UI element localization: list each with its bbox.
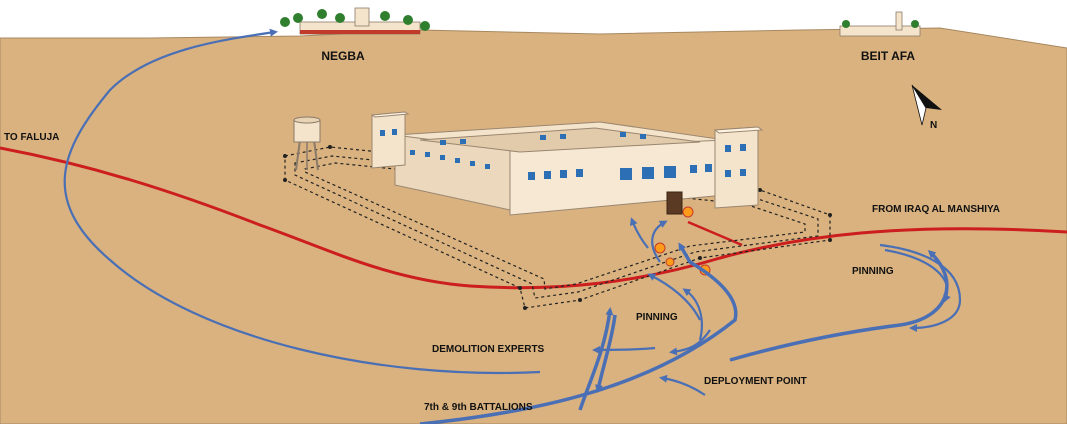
label-demolition: DEMOLITION EXPERTS bbox=[432, 344, 545, 355]
water-tower bbox=[293, 116, 321, 171]
pinning-right-arrow-2 bbox=[884, 248, 951, 303]
label-negba: NEGBA bbox=[321, 49, 365, 63]
label-from-iraq: FROM IRAQ AL MANSHIYA bbox=[872, 204, 1000, 215]
inner-arrow-3 bbox=[659, 374, 706, 396]
pinning-left-arrow-2 bbox=[682, 288, 703, 341]
map-labels: NEGBA BEIT AFA TO FALUJA FROM IRAQ AL MA… bbox=[4, 49, 1000, 413]
battalion-main-arrow bbox=[419, 242, 738, 424]
label-to-faluja: TO FALUJA bbox=[4, 132, 59, 143]
demolition-arrow bbox=[592, 345, 656, 354]
pinning-right-arrow bbox=[879, 243, 962, 332]
battalion-up-arrow bbox=[578, 307, 614, 411]
compass-letter: N bbox=[930, 120, 937, 131]
pinning-left-arrow bbox=[647, 273, 701, 321]
negba-village bbox=[280, 7, 430, 35]
beit-afa-village bbox=[839, 11, 921, 37]
road-spur bbox=[687, 220, 743, 247]
demolition-arrow-2 bbox=[669, 329, 711, 356]
terrain bbox=[0, 27, 1067, 424]
movement-arrows bbox=[63, 28, 962, 424]
inner-arrow-2 bbox=[630, 217, 649, 249]
label-pinning-right: PINNING bbox=[852, 266, 894, 277]
label-beit-afa: BEIT AFA bbox=[861, 49, 916, 63]
label-deployment: DEPLOYMENT POINT bbox=[704, 376, 807, 387]
wire-posts bbox=[283, 145, 832, 310]
inner-arrow-1 bbox=[651, 220, 668, 263]
negba-route-arrow bbox=[63, 28, 541, 375]
label-pinning-left: PINNING bbox=[636, 312, 678, 323]
battalion-down-arrow bbox=[595, 314, 617, 393]
fortress-windows bbox=[380, 129, 746, 180]
compass: N bbox=[911, 84, 942, 131]
label-battalions: 7th & 9th BATTALIONS bbox=[424, 402, 533, 413]
road bbox=[0, 146, 1067, 290]
